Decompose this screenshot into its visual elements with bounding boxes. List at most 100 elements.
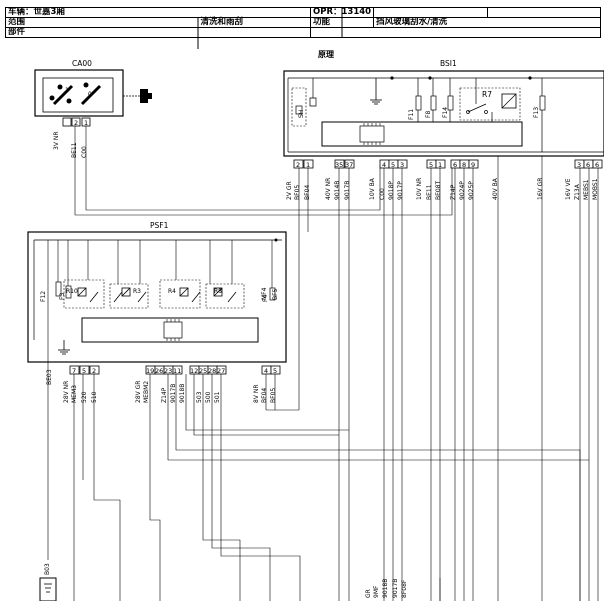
bottom-wire-label: GR [365, 589, 372, 598]
psf1-pin: 7 [72, 367, 76, 375]
bsi1-pin: 4 [382, 161, 386, 169]
psf1-relay-label: R3 [133, 288, 141, 295]
ca00-pin: 1 [84, 119, 88, 127]
psf1-fuse-label: F4 [262, 295, 269, 302]
psf1-wire: BF5 [272, 288, 279, 300]
psf1-wire: BF05 [270, 388, 277, 403]
bsi1-pin: 5 [429, 161, 433, 169]
bsi1-pin: 6 [595, 161, 599, 169]
psf1-pin: 27 [217, 367, 225, 375]
psf1-pin: 28 [208, 367, 216, 375]
ca00-wire: C00 [81, 146, 88, 158]
bsi1-wire: 40V NR [325, 178, 332, 200]
psf1-wire: MF4 [261, 287, 268, 300]
psf1-pin: 2 [92, 367, 96, 375]
psf1-wire: MEM3 [71, 385, 78, 403]
bsi1-wire: BF04 [304, 185, 311, 200]
psf1-pin: 4 [264, 367, 268, 375]
psf1-wire: 510 [91, 391, 98, 403]
psf1-wire: 28V NR [63, 381, 70, 403]
bottom-wire-label: 9MF [373, 585, 380, 598]
psf1-pin: 23 [164, 367, 172, 375]
module-psf1: PSF1 F12 F3 F4 R10 R3 R4 R8 [27, 221, 287, 403]
bottom-wire-label: 9018B [382, 579, 389, 598]
svg-text:1: 1 [65, 87, 69, 94]
bsi1-wire: 9024P [459, 181, 466, 200]
module-ca00: CA00 0 1 2 1 3V NR BE11 C00 [34, 59, 152, 158]
psf1-pin: 11 [173, 367, 181, 375]
bsi1-wire: 16V VE [565, 178, 572, 200]
bsi1-wire: 40V BA [492, 177, 499, 200]
b03-label: B03 [44, 563, 51, 575]
bsi1-wire: C00 [379, 188, 386, 200]
bsi1-pin: 6 [586, 161, 590, 169]
wiper-switch-knob-icon [140, 89, 152, 103]
psf1-wire: BE03 [46, 369, 53, 385]
bsi1-wire: 10V BA [369, 177, 376, 200]
psf1-pin: 12 [190, 367, 198, 375]
bottom-wire-label: 8F08F [401, 579, 408, 598]
bsi1-pin: 5 [391, 161, 395, 169]
bsi1-wire: Z13A [574, 183, 581, 200]
bsi1-fuse-label: F8 [425, 111, 432, 118]
bsi1-wire: Z14P [450, 184, 457, 200]
bsi1-wire: 9018P [388, 181, 395, 200]
ground-icon [44, 583, 52, 593]
wiring [47, 126, 599, 601]
bsi1-pin: 3 [577, 161, 581, 169]
bsi1-wire: 9017B [344, 181, 351, 200]
range-value: 清洗和雨刮 [200, 17, 244, 27]
psf1-fuse-label: F12 [40, 291, 47, 302]
bsi1-fuse-label: F13 [533, 107, 540, 118]
psf1-wire: 9018B [179, 384, 186, 403]
bsi1-wire: 9025P [468, 181, 475, 200]
psf1-relay-label: R4 [168, 288, 176, 295]
bsi1-fuse-label: F11 [408, 109, 415, 120]
ca00-label: CA00 [72, 59, 92, 68]
bsi1-wire: 2V GR [286, 181, 293, 200]
module-b03: B03 [39, 563, 57, 601]
bsi1-pin: 8 [462, 161, 466, 169]
bsi1-wire: 10V NR [416, 178, 423, 200]
bsi1-relay-label: R7 [482, 90, 492, 99]
psf1-wire: 500 [205, 391, 212, 403]
bsi1-pin: 1 [438, 161, 442, 169]
psf1-label: PSF1 [150, 221, 169, 230]
psf1-wire: BF04 [261, 388, 268, 403]
bsi1-wire: BE08T [435, 180, 442, 200]
ca00-wire: BE11 [71, 142, 78, 158]
bottom-wire-label: 9017B [392, 579, 399, 598]
bsi1-wire: MEBS1 [583, 179, 590, 200]
bsi1-pin: 35 [335, 161, 343, 169]
psf1-wire: Z14P [161, 387, 168, 403]
bsi1-wire: BE11 [426, 184, 433, 200]
bsi1-pin: 3 [400, 161, 404, 169]
psf1-pin: 5 [273, 367, 277, 375]
module-bsi1: BSI1 SH F11 F8 F14 F13 [283, 59, 604, 200]
psf1-pin: 25 [199, 367, 207, 375]
bsi1-pin: 2 [296, 161, 300, 169]
bsi1-pin: 37 [345, 161, 353, 169]
psf1-pin: 5 [82, 367, 86, 375]
bsi1-pin: 6 [453, 161, 457, 169]
bsi1-label: BSI1 [440, 59, 457, 68]
ca00-wire: 3V NR [53, 132, 60, 151]
bsi1-wire: 9017P [397, 181, 404, 200]
psf1-wire: 520 [81, 391, 88, 403]
psf1-wire: MEBM2 [143, 381, 150, 403]
bsi1-fuse-label: F14 [442, 107, 449, 118]
psf1-pin: 26 [155, 367, 163, 375]
diagram-title: 原理 [318, 50, 334, 59]
psf1-relay-label: R10 [66, 288, 78, 295]
svg-text:0: 0 [88, 91, 92, 98]
ca00-pin: 2 [74, 119, 78, 127]
bsi1-pin: 1 [306, 161, 310, 169]
bsi1-wire: 16V GR [537, 178, 544, 200]
bsi1-wire: MOBS1 [592, 178, 599, 200]
bsi1-wire: 9014B [334, 181, 341, 200]
psf1-pin: 19 [146, 367, 154, 375]
psf1-fuse-label: F3 [59, 293, 66, 300]
bsi1-pin: 9 [471, 161, 475, 169]
bsi1-wire: BF05 [294, 185, 301, 200]
